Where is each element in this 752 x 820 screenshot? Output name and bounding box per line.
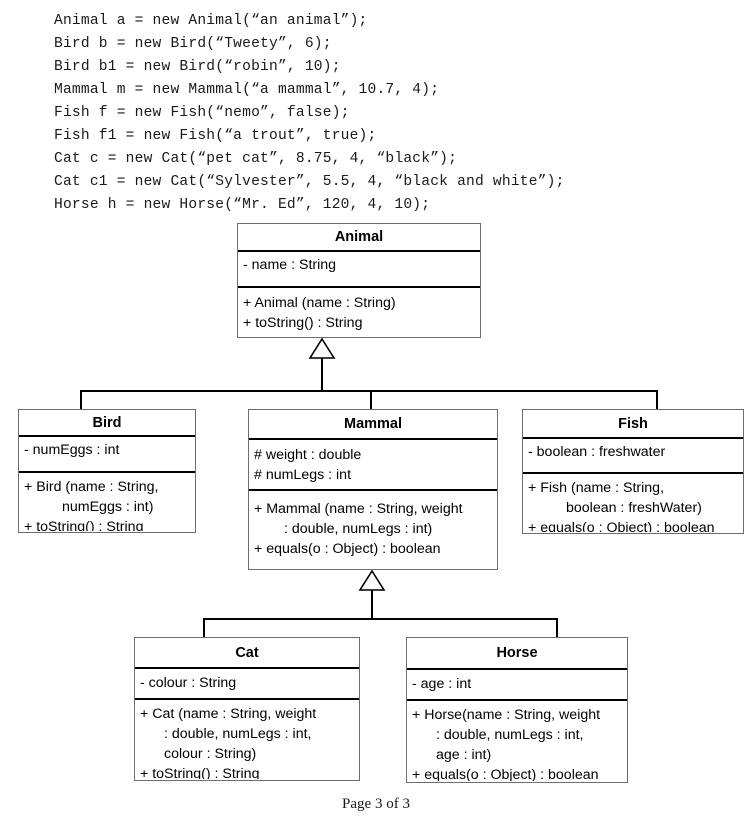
uml-method: + equals(o : Object) : boolean [254, 541, 441, 557]
generalization-arrow-mammal [358, 570, 386, 591]
uml-methods-cat: + Cat (name : String, weight : double, n… [135, 700, 359, 779]
uml-methods-bird: + Bird (name : String, numEggs : int) + … [19, 473, 195, 531]
uml-class-name-cat: Cat [135, 638, 359, 669]
uml-method: + Fish (name : String, [528, 480, 665, 496]
uml-method-cont: boolean : freshWater) [566, 500, 702, 516]
code-line: Horse h = new Horse(“Mr. Ed”, 120, 4, 10… [54, 197, 431, 213]
uml-attribute: - boolean : freshwater [528, 444, 666, 460]
uml-method: + toString() : String [24, 519, 144, 531]
code-line: Fish f1 = new Fish(“a trout”, true); [54, 128, 377, 144]
uml-methods-horse: + Horse(name : String, weight : double, … [407, 701, 627, 781]
uml-attributes-bird: - numEggs : int [19, 437, 195, 473]
connector-stem-mammal [371, 590, 373, 619]
code-line: Mammal m = new Mammal(“a mammal”, 10.7, … [54, 82, 440, 98]
code-line: Bird b = new Bird(“Tweety”, 6); [54, 36, 332, 52]
uml-class-name-bird: Bird [19, 410, 195, 437]
uml-method: + Bird (name : String, [24, 479, 159, 495]
uml-method: + equals(o : Object) : boolean [412, 767, 599, 781]
connector-drop-fish [656, 390, 658, 410]
uml-methods-fish: + Fish (name : String, boolean : freshWa… [523, 474, 743, 532]
uml-method-cont: : double, numLegs : int, [436, 727, 584, 743]
uml-class-bird[interactable]: Bird - numEggs : int + Bird (name : Stri… [18, 409, 196, 533]
uml-method: + Horse(name : String, weight [412, 707, 601, 723]
code-line: Cat c1 = new Cat(“Sylvester”, 5.5, 4, “b… [54, 174, 565, 190]
uml-method: + equals(o : Object) : boolean [528, 520, 715, 532]
uml-method: + toString() : String [140, 766, 260, 779]
uml-attributes-horse: - age : int [407, 670, 627, 701]
uml-attribute: # weight : double [254, 447, 362, 463]
uml-class-horse[interactable]: Horse - age : int + Horse(name : String,… [406, 637, 628, 783]
uml-class-name-fish: Fish [523, 410, 743, 439]
uml-method-cont: numEggs : int) [62, 499, 154, 515]
connector-drop-bird [80, 390, 82, 410]
uml-attributes-animal: - name : String [238, 252, 480, 288]
uml-method-cont: : double, numLegs : int, [164, 726, 312, 742]
uml-class-name-animal: Animal [238, 224, 480, 252]
uml-class-name-horse: Horse [407, 638, 627, 670]
uml-method: + toString() : String [243, 315, 363, 331]
uml-attribute: - age : int [412, 676, 472, 692]
uml-attributes-fish: - boolean : freshwater [523, 439, 743, 474]
connector-stem-animal [321, 358, 323, 391]
connector-bar-level2 [203, 618, 558, 620]
uml-method: + Mammal (name : String, weight [254, 501, 463, 517]
uml-method-cont: : double, numLegs : int) [284, 521, 433, 537]
uml-class-animal[interactable]: Animal - name : String + Animal (name : … [237, 223, 481, 338]
page-footer: Page 3 of 3 [342, 796, 410, 812]
uml-attributes-mammal: # weight : double # numLegs : int [249, 440, 497, 491]
uml-attributes-cat: - colour : String [135, 669, 359, 700]
uml-attribute: - colour : String [140, 675, 237, 691]
code-line: Bird b1 = new Bird(“robin”, 10); [54, 59, 341, 75]
uml-attribute: - numEggs : int [24, 442, 120, 458]
generalization-arrow-animal [308, 338, 336, 359]
uml-class-cat[interactable]: Cat - colour : String + Cat (name : Stri… [134, 637, 360, 781]
uml-class-fish[interactable]: Fish - boolean : freshwater + Fish (name… [522, 409, 744, 534]
uml-method: + Cat (name : String, weight [140, 706, 317, 722]
uml-class-name-mammal: Mammal [249, 410, 497, 440]
uml-method-cont: age : int) [436, 747, 492, 763]
code-line: Animal a = new Animal(“an animal”); [54, 13, 368, 29]
code-line: Cat c = new Cat(“pet cat”, 8.75, 4, “bla… [54, 151, 458, 167]
uml-class-mammal[interactable]: Mammal # weight : double # numLegs : int… [248, 409, 498, 570]
code-line: Fish f = new Fish(“nemo”, false); [54, 105, 350, 121]
uml-methods-mammal: + Mammal (name : String, weight : double… [249, 491, 497, 569]
code-listing: Animal a = new Animal(“an animal”); Bird… [54, 10, 714, 217]
uml-methods-animal: + Animal (name : String) + toString() : … [238, 288, 480, 337]
uml-method-cont: colour : String) [164, 746, 257, 762]
connector-drop-cat [203, 618, 205, 638]
connector-drop-horse [556, 618, 558, 638]
connector-drop-mammal [370, 390, 372, 410]
uml-method: + Animal (name : String) [243, 295, 396, 311]
uml-attribute: # numLegs : int [254, 467, 352, 483]
connector-bar-level1 [80, 390, 658, 392]
uml-attribute: - name : String [243, 257, 337, 273]
